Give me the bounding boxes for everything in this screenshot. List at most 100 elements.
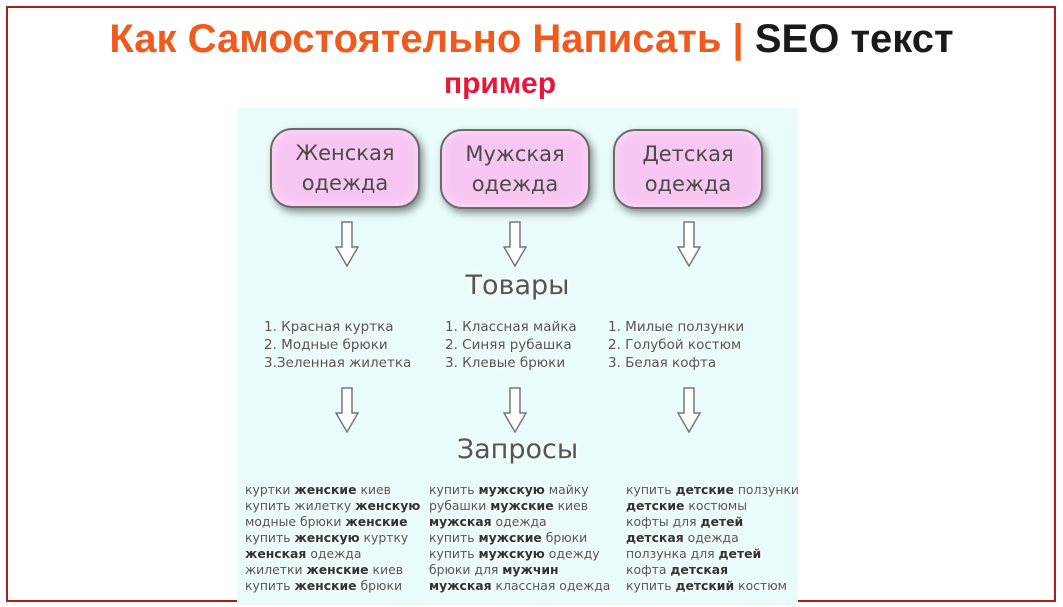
query-keyword: детская <box>626 530 684 545</box>
query-text: одежда <box>683 530 739 545</box>
query-item: ползунка для детей <box>626 546 799 562</box>
query-text: одежду <box>544 546 600 561</box>
down-arrow-icon <box>335 387 359 433</box>
list-item: 1. Классная майка <box>445 319 577 335</box>
list-item: 3. Клевые брюки <box>445 355 566 371</box>
query-text: классная одежда <box>491 578 611 593</box>
query-item: мужская классная одежда <box>429 578 610 594</box>
query-keyword: детей <box>718 546 762 561</box>
query-text: модные брюки <box>245 514 346 529</box>
query-keyword: мужские <box>490 498 554 513</box>
query-item: купить женские брюки <box>245 578 420 594</box>
query-text: жилетки <box>245 562 307 577</box>
title-main: Как Самостоятельно Написать <box>109 17 722 61</box>
query-keyword: мужскую <box>478 482 545 497</box>
list-item: 2. Модные брюки <box>264 337 388 353</box>
query-text: куртки <box>245 482 295 497</box>
page-subtitle: пример <box>443 67 557 100</box>
category-men: Мужская одежда <box>440 129 590 209</box>
down-arrow-icon <box>677 221 701 267</box>
query-item: детские костюмы <box>626 498 799 514</box>
queries-heading: Запросы <box>456 434 579 465</box>
query-text: купить <box>626 578 676 593</box>
query-text: брюки <box>541 530 588 545</box>
query-text: купить <box>429 546 479 561</box>
query-keyword: женские <box>306 562 369 577</box>
query-keyword: мужские <box>478 530 542 545</box>
query-item: жилетки женские киев <box>245 562 420 578</box>
query-item: модные брюки женские <box>245 514 420 530</box>
query-keyword: женские <box>345 514 408 529</box>
query-keyword: женские <box>294 578 357 593</box>
list-item: 1. Милые ползунки <box>608 319 745 335</box>
query-text: купить <box>429 530 479 545</box>
products-heading: Товары <box>465 270 570 301</box>
list-item: 1. Красная куртка <box>264 319 394 335</box>
product-list-men: 1. Классная майка 2. Синяя рубашка 3. Кл… <box>445 318 577 372</box>
down-arrow-icon <box>503 221 527 267</box>
query-text: рубашки <box>429 498 491 513</box>
query-keyword: детей <box>700 514 744 529</box>
query-text: киев <box>356 482 391 497</box>
down-arrow-icon <box>503 387 527 433</box>
query-keyword: детские <box>626 498 685 513</box>
query-text: купить <box>626 482 676 497</box>
title-separator: | <box>732 17 744 61</box>
query-text: киев <box>553 498 589 513</box>
query-text: брюки для <box>429 562 503 577</box>
query-item: купить жилетку женскую <box>245 498 420 514</box>
query-keyword: женские <box>294 482 357 497</box>
query-text: купить <box>429 482 479 497</box>
query-item: купить мужскую одежду <box>429 546 610 562</box>
query-keyword: детская <box>670 562 729 577</box>
query-item: кофты для детей <box>626 514 799 530</box>
query-keyword: мужская <box>429 578 492 593</box>
query-item: купить мужские брюки <box>429 530 610 546</box>
query-text: кофта <box>626 562 671 577</box>
query-text: майку <box>544 482 589 497</box>
query-item: детская одежда <box>626 530 799 546</box>
query-text: купить жилетку <box>245 498 356 513</box>
query-keyword: женскую <box>294 530 360 545</box>
query-text: купить <box>245 578 295 593</box>
title-seo: SEO текст <box>754 17 954 61</box>
query-item: купить детские ползунки <box>626 482 799 498</box>
list-item: 2. Голубой костюм <box>608 337 742 353</box>
product-list-kids: 1. Милые ползунки 2. Голубой костюм 3. Б… <box>608 318 744 372</box>
query-item: купить детский костюм <box>626 578 799 594</box>
query-text: костюм <box>734 578 787 593</box>
query-text: одежда <box>491 514 547 529</box>
query-text: киев <box>368 562 403 577</box>
list-item: 2. Синяя рубашка <box>445 337 572 353</box>
query-item: куртки женские киев <box>245 482 420 498</box>
query-text: куртку <box>359 530 409 545</box>
category-kids: Детская одежда <box>613 129 763 209</box>
down-arrow-icon <box>677 387 701 433</box>
query-item: купить женскую куртку <box>245 530 420 546</box>
query-item: рубашки мужские киев <box>429 498 610 514</box>
query-keyword: женскую <box>355 498 421 513</box>
query-keyword: мужчин <box>502 562 559 577</box>
query-keyword: мужская <box>429 514 492 529</box>
query-text: купить <box>245 530 295 545</box>
list-item: 3. Белая кофта <box>608 355 717 371</box>
query-item: брюки для мужчин <box>429 562 610 578</box>
product-list-women: 1. Красная куртка 2. Модные брюки 3.Зеле… <box>264 318 411 372</box>
page-title: Как Самостоятельно Написать | SEO текст <box>0 14 1063 64</box>
query-text: одежда <box>306 546 362 561</box>
query-item: мужская одежда <box>429 514 610 530</box>
query-keyword: мужскую <box>478 546 545 561</box>
query-text: ползунки <box>733 482 799 497</box>
diagram-panel: Женская одежда Мужская одежда Детская од… <box>237 108 799 605</box>
list-item: 3.Зеленная жилетка <box>264 355 412 371</box>
query-item: кофта детская <box>626 562 799 578</box>
query-keyword: детские <box>675 482 734 497</box>
query-keyword: детский <box>675 578 735 593</box>
down-arrow-icon <box>335 221 359 267</box>
category-women: Женская одежда <box>270 128 420 208</box>
query-text: брюки <box>356 578 402 593</box>
query-keyword: женская <box>245 546 307 561</box>
